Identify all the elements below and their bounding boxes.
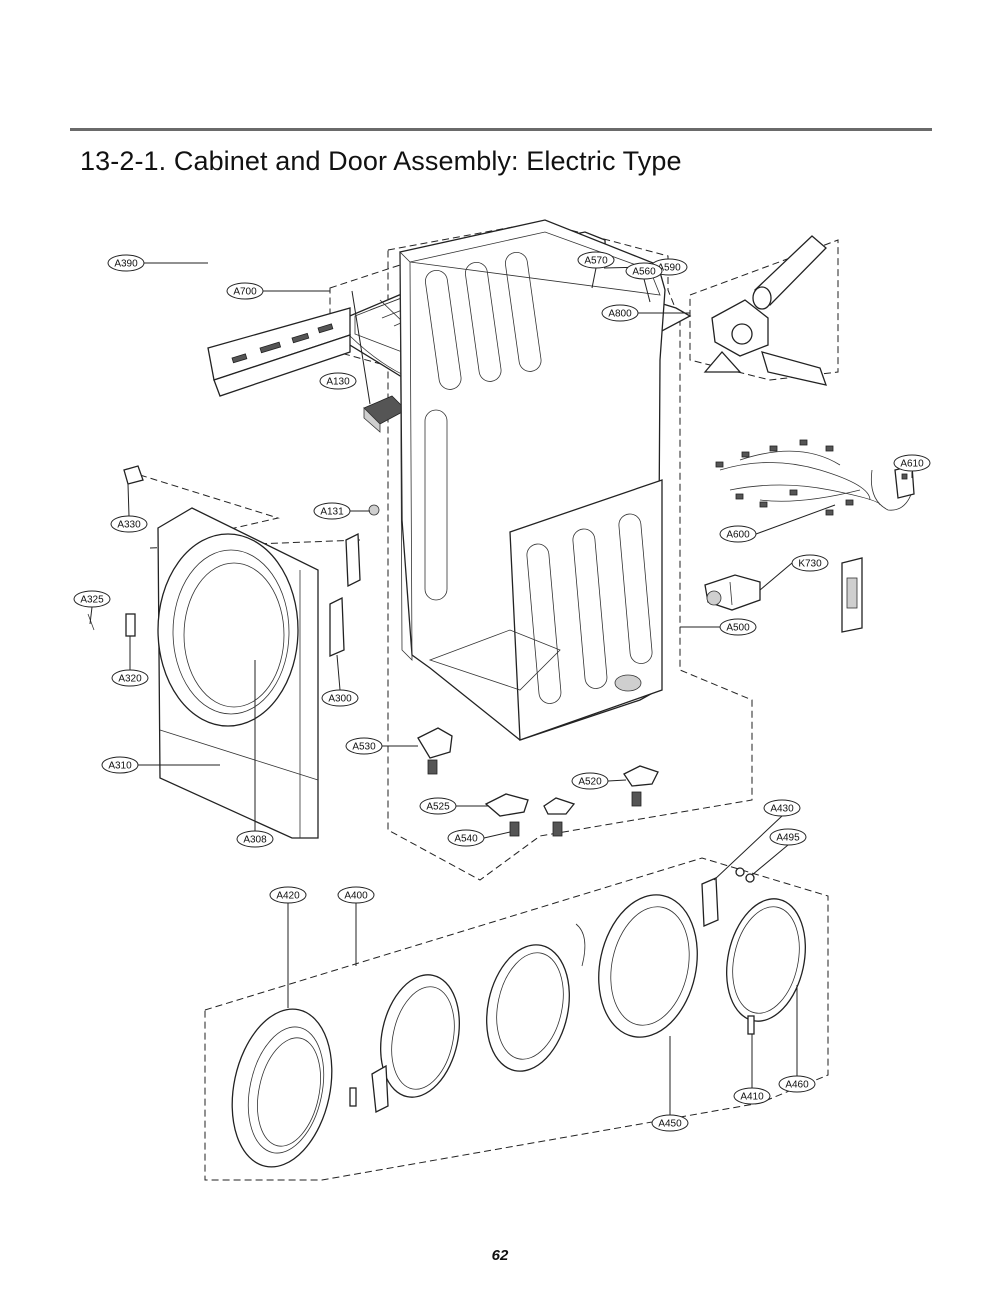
callout-a570: A570 [577,251,615,269]
svg-text:A310: A310 [108,761,132,772]
svg-text:A500: A500 [726,623,750,634]
callout-a308: A308 [236,830,274,848]
svg-text:A430: A430 [770,804,794,815]
door-handle-part [349,923,586,1114]
svg-text:A570: A570 [584,256,608,267]
a540-part [509,797,576,837]
callout-a320: A320 [111,669,149,687]
a300-part [329,532,361,657]
page-number: 62 [491,1247,509,1264]
svg-text:A590: A590 [657,263,681,274]
svg-text:A390: A390 [114,259,138,270]
a520-part [623,765,659,807]
callout-a500: A500 [719,618,757,636]
callout-a131: A131 [313,502,351,520]
svg-text:A700: A700 [233,287,257,298]
svg-text:A520: A520 [578,777,602,788]
a530-part [417,727,453,775]
svg-text:A560: A560 [632,267,656,278]
svg-text:A420: A420 [276,891,300,902]
svg-text:A300: A300 [328,694,352,705]
a495-screws-part [735,867,755,883]
a310-front-panel-part [157,507,319,839]
callout-a450: A450 [651,1114,689,1132]
leader-lines [89,262,913,1115]
door-glass-part [486,944,570,1072]
a420-door-ring-part [231,1008,333,1168]
a450-door-frame-part [598,894,698,1038]
a460-gasket-part [726,898,806,1022]
k730-part [704,574,761,611]
svg-text:A400: A400 [344,891,368,902]
callout-a420: A420 [269,886,307,904]
svg-text:A540: A540 [454,834,478,845]
svg-text:A600: A600 [726,530,750,541]
a410-latch-part [747,1015,755,1035]
a610-part [870,465,915,511]
callout-a520: A520 [571,772,609,790]
a800-duct-part [703,235,828,386]
a130-part [363,395,407,433]
a320-part [125,613,136,637]
svg-text:A450: A450 [658,1119,682,1130]
a500-cabinet-part [399,219,666,741]
callout-a610: A610 [893,454,931,472]
svg-text:A460: A460 [785,1080,809,1091]
page-title: 13-2-1. Cabinet and Door Assembly: Elect… [80,146,682,176]
a390-control-panel-part [207,307,351,397]
svg-text:K730: K730 [798,559,822,570]
a525-part [484,793,529,817]
callout-a130: A130 [319,372,357,390]
callout-a410: A410 [733,1087,771,1105]
callout-a495: A495 [769,828,807,846]
callout-a300: A300 [321,689,359,707]
a330-part [123,465,144,485]
svg-text:A525: A525 [426,802,450,813]
a600-harness-part [715,439,881,516]
panel-guide-line [139,474,280,537]
callout-a600: A600 [719,525,757,543]
svg-text:A530: A530 [352,742,376,753]
svg-text:A325: A325 [80,595,104,606]
callout-a400: A400 [337,886,375,904]
callout-a310: A310 [101,756,139,774]
svg-text:A130: A130 [326,377,350,388]
svg-text:A330: A330 [117,520,141,531]
cabinet-group-outline [387,221,753,881]
svg-text:A610: A610 [900,459,924,470]
door-group-outline [204,857,829,1181]
callout-a330: A330 [110,515,148,533]
callout-a525: A525 [419,797,457,815]
door-inner-frame-part [380,974,460,1098]
a131-part [368,504,380,516]
svg-text:A308: A308 [243,835,267,846]
a430-hinge-part [701,877,719,927]
svg-text:A495: A495 [776,833,800,844]
callout-a530: A530 [345,737,383,755]
callout-a700: A700 [226,282,264,300]
callout-a540: A540 [447,829,485,847]
filter-housing-part [841,557,863,633]
svg-text:A320: A320 [118,674,142,685]
callout-a460: A460 [778,1075,816,1093]
callout-a390: A390 [107,254,145,272]
header-rule [70,128,932,131]
callout-a560: A560 [625,262,663,280]
callout-k730: K730 [791,554,829,572]
svg-text:A131: A131 [320,507,344,518]
a325-part [87,613,95,631]
callout-a800: A800 [601,304,639,322]
svg-text:A800: A800 [608,309,632,320]
svg-text:A410: A410 [740,1092,764,1103]
callout-a430: A430 [763,799,801,817]
callout-a325: A325 [73,590,111,608]
